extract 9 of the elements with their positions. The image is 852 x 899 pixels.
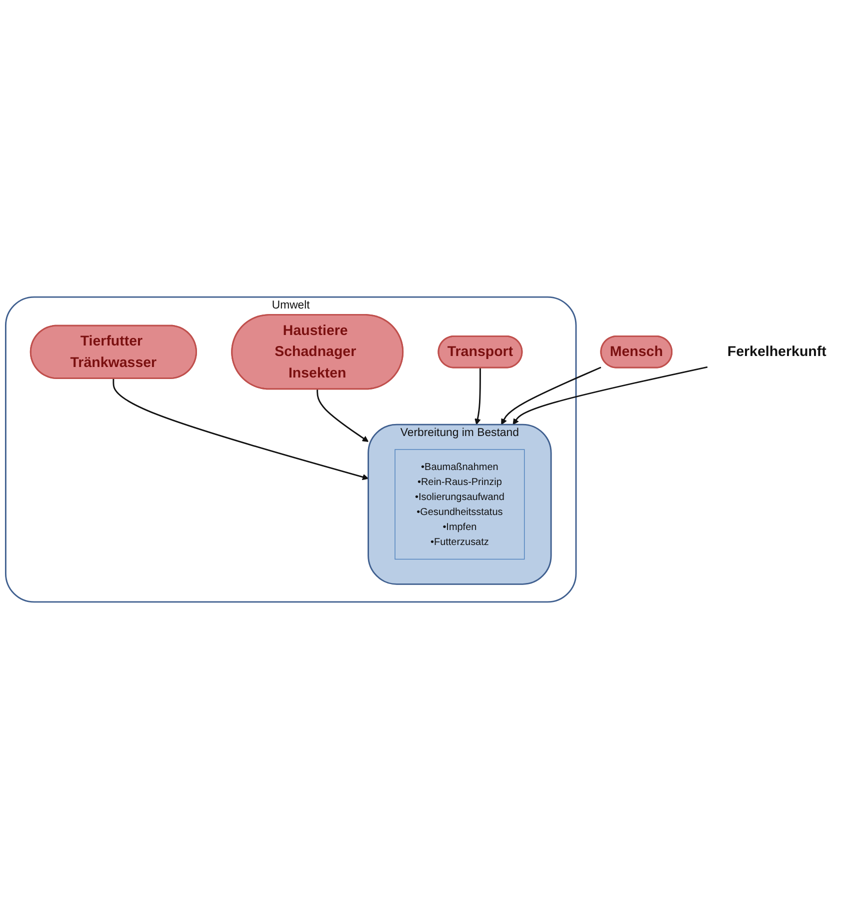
cluster	[4, 296, 577, 603]
node-box	[394, 449, 525, 560]
node-text: Ferkelherkunft	[727, 344, 826, 360]
arrow	[474, 368, 481, 425]
cluster	[368, 424, 552, 585]
arrow	[512, 366, 708, 425]
arrow	[501, 366, 602, 425]
arrow	[316, 388, 369, 442]
arrow	[112, 378, 369, 480]
